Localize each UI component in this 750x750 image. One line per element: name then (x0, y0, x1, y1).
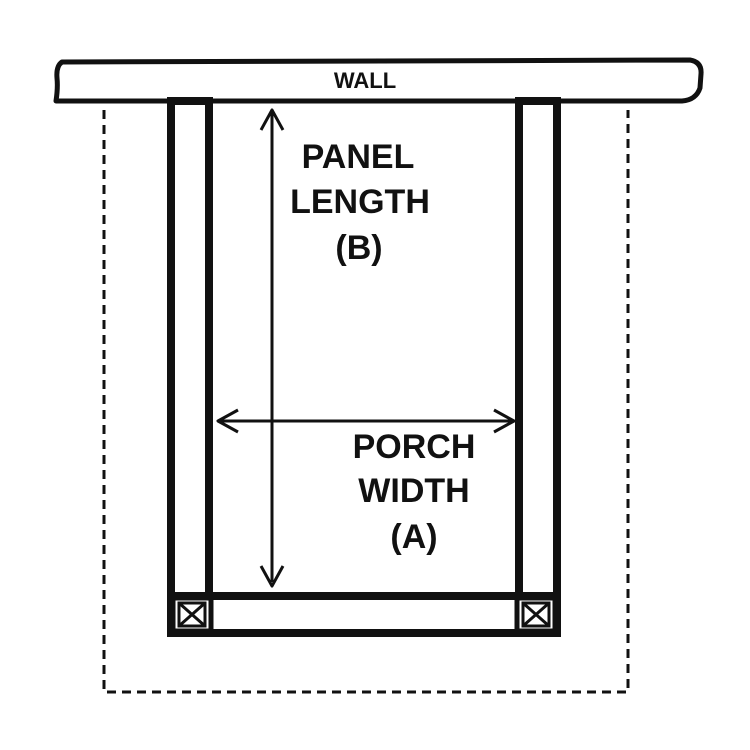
panel-length-label-line2: LENGTH (290, 183, 430, 221)
right-post (515, 97, 561, 637)
left-post (167, 97, 213, 637)
porch-width-label-line2: WIDTH (358, 472, 469, 510)
right-corner-block (514, 595, 558, 634)
panel-length-label-line3: (B) (335, 229, 382, 267)
porch-width-arrow (216, 408, 516, 434)
porch-width-label-line3: (A) (390, 518, 437, 556)
panel-length-arrow (259, 108, 285, 588)
wall-label: WALL (334, 68, 396, 93)
wall-beam (53, 57, 704, 104)
left-corner-block (170, 595, 214, 634)
panel-length-label-line1: PANEL (302, 138, 415, 176)
dashed-outline (102, 110, 630, 694)
bottom-beam (167, 592, 561, 637)
porch-width-label-line1: PORCH (353, 428, 476, 466)
